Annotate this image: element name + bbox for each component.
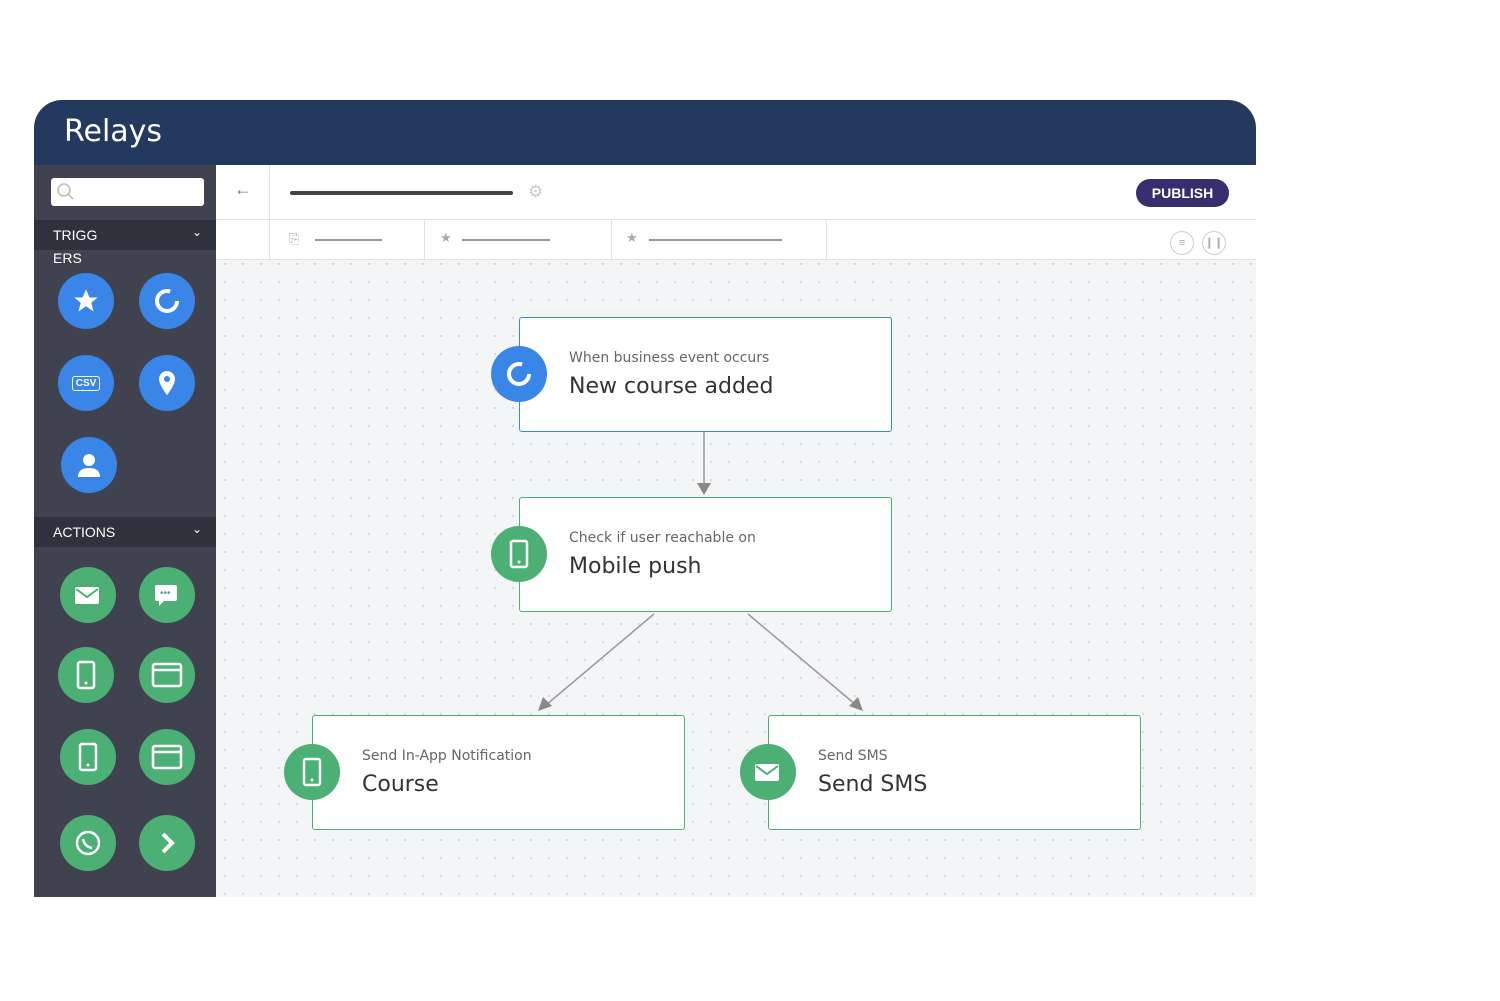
- mobile-icon: [284, 744, 340, 800]
- email-icon[interactable]: [60, 567, 116, 623]
- location-pin-icon[interactable]: [139, 355, 195, 411]
- divider: [269, 220, 270, 260]
- actions-label: ACTIONS: [53, 524, 116, 540]
- csv-icon[interactable]: CSV: [58, 355, 114, 411]
- canvas: ← ⚙ PUBLISH ⎘ ★ ★ ≡ ❙❙ When bus: [216, 165, 1256, 897]
- search-input[interactable]: [51, 178, 204, 206]
- send-sms-node[interactable]: Send SMS Send SMS: [740, 715, 1141, 830]
- tab-placeholder[interactable]: [649, 239, 782, 241]
- whatsapp-icon[interactable]: [60, 815, 116, 871]
- node-subtitle: Send SMS: [818, 748, 888, 764]
- star-icon[interactable]: ★: [440, 230, 452, 245]
- svg-text:•••: •••: [160, 588, 171, 599]
- relay-name-placeholder[interactable]: [290, 191, 513, 195]
- web-push-icon[interactable]: [139, 647, 195, 703]
- tab-bar: ⎘ ★ ★ ≡ ❙❙: [216, 220, 1256, 260]
- node-title: Mobile push: [569, 554, 702, 579]
- business-event-icon: [491, 346, 547, 402]
- browser-icon[interactable]: [139, 729, 195, 785]
- node-subtitle: When business event occurs: [569, 350, 770, 366]
- in-app-notification-node[interactable]: Send In-App Notification Course: [284, 715, 685, 830]
- tab-placeholder[interactable]: [315, 239, 382, 241]
- node-subtitle: Check if user reachable on: [569, 530, 756, 546]
- mobile-push-icon[interactable]: [58, 647, 114, 703]
- trigger-node[interactable]: When business event occurs New course ad…: [491, 317, 892, 432]
- node-subtitle: Send In-App Notification: [362, 748, 532, 764]
- chevron-right-icon[interactable]: [139, 815, 195, 871]
- business-event-icon[interactable]: [139, 273, 195, 329]
- triggers-label: TRIGG: [53, 227, 98, 243]
- align-horizontal-icon[interactable]: ≡: [1170, 231, 1194, 255]
- chat-icon[interactable]: •••: [139, 567, 195, 623]
- actions-section-header[interactable]: ACTIONS ⌄: [34, 517, 216, 547]
- user-icon[interactable]: [61, 437, 117, 493]
- condition-node[interactable]: Check if user reachable on Mobile push: [491, 497, 892, 612]
- star-icon[interactable]: ★: [626, 230, 638, 245]
- csv-text: CSV: [71, 375, 101, 391]
- publish-button[interactable]: PUBLISH: [1136, 179, 1229, 207]
- app-title: Relays: [64, 114, 163, 149]
- mobile-icon[interactable]: [60, 729, 116, 785]
- email-icon: [740, 744, 796, 800]
- triggers-section-header[interactable]: TRIGG ⌄: [34, 220, 216, 250]
- top-toolbar: ← ⚙ PUBLISH: [216, 165, 1256, 220]
- triggers-label-wrap: ERS: [53, 250, 82, 266]
- app-header: Relays: [34, 100, 1256, 165]
- divider: [424, 220, 425, 260]
- search-icon: [57, 183, 74, 200]
- node-title: Send SMS: [818, 772, 928, 797]
- back-arrow-icon[interactable]: ←: [234, 179, 252, 199]
- divider: [611, 220, 612, 260]
- star-icon[interactable]: [58, 273, 114, 329]
- align-vertical-icon[interactable]: ❙❙: [1202, 231, 1226, 255]
- chevron-down-icon: ⌄: [191, 522, 202, 536]
- connectors: [538, 432, 863, 711]
- tab-placeholder[interactable]: [462, 239, 550, 241]
- node-title: New course added: [569, 374, 774, 399]
- gear-icon[interactable]: ⚙: [528, 182, 544, 201]
- node-title: Course: [362, 772, 439, 797]
- divider: [269, 165, 270, 220]
- mobile-push-icon: [491, 526, 547, 582]
- exit-icon[interactable]: ⎘: [289, 231, 300, 246]
- sidebar: TRIGG ⌄ ERS CSV ACTIONS ⌄ •••: [34, 165, 216, 897]
- relays-app: Relays TRIGG ⌄ ERS CSV ACTIONS ⌄ ••• ← ⚙ P…: [34, 100, 1256, 897]
- chevron-down-icon: ⌄: [191, 225, 202, 239]
- divider: [826, 220, 827, 260]
